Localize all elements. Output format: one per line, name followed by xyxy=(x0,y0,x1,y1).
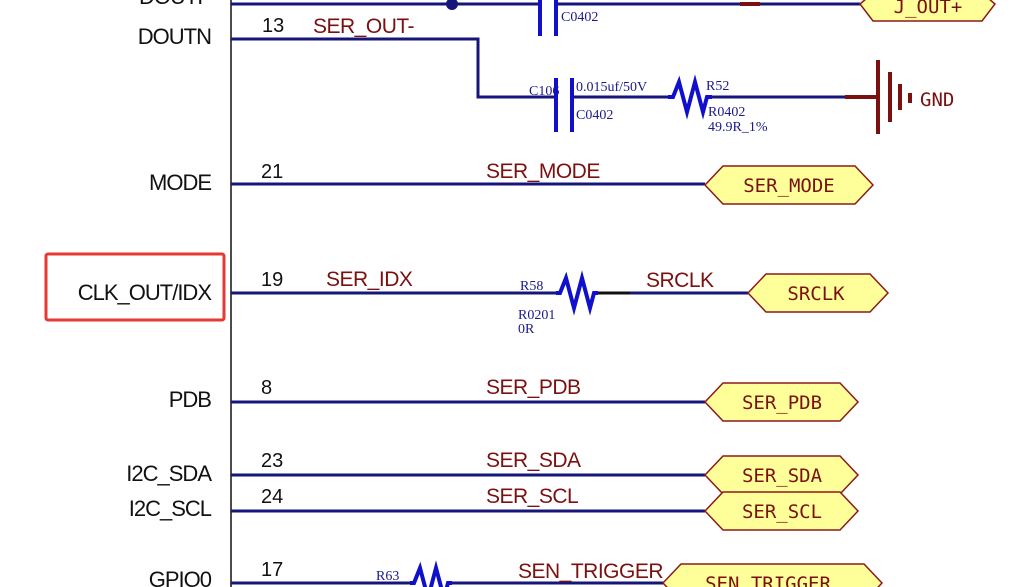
srclk-port-shape xyxy=(746,273,890,313)
sda-pin-number: 23 xyxy=(261,450,283,472)
clk-out-idx-pin-label: CLK_OUT/IDX xyxy=(78,280,213,305)
i2c-sda-pin-label: I2C_SDA xyxy=(126,461,212,486)
mode-pin-number: 21 xyxy=(261,161,283,183)
r52-package: R0402 xyxy=(708,105,745,120)
jout-port[interactable]: J_OUT+ xyxy=(858,0,997,22)
ser-scl-port-text: SER_SCL xyxy=(742,501,822,523)
clk-pin-number: 19 xyxy=(261,269,283,291)
c106-package: C0402 xyxy=(576,108,613,123)
c106-ref: C106 xyxy=(529,84,559,99)
ser-mode-port-text: SER_MODE xyxy=(743,175,835,197)
r52-value: 49.9R_1% xyxy=(708,120,768,135)
r58-resistor xyxy=(556,270,598,316)
srclk-port[interactable]: SRCLK xyxy=(746,273,890,313)
r58-ref: R58 xyxy=(520,279,543,294)
doutn-wire xyxy=(231,37,554,99)
r52-ref: R52 xyxy=(706,79,729,94)
r63-resistor xyxy=(410,560,452,587)
sen-trigger-port[interactable]: SEN_TRIGGER xyxy=(661,563,884,587)
clk-net-name: SER_IDX xyxy=(326,268,413,291)
doutn-net-name: SER_OUT- xyxy=(313,15,415,38)
c106-value: 0.015uf/50V xyxy=(576,80,647,95)
jout-port-shape xyxy=(858,0,997,22)
mode-pin-label: MODE xyxy=(149,170,211,195)
doutn-pin-number: 13 xyxy=(262,15,284,37)
r58-value: 0R xyxy=(518,322,535,337)
gnd-label: GND xyxy=(920,89,954,111)
junction-dot xyxy=(446,0,458,10)
gpio-net-name: SEN_TRIGGER xyxy=(518,560,663,583)
gpio-pin-number: 17 xyxy=(261,559,283,581)
sen-trigger-port-text: SEN_TRIGGER xyxy=(705,573,831,587)
r52-resistor xyxy=(668,74,712,120)
srclk-net-name: SRCLK xyxy=(646,269,714,292)
gnd-symbol xyxy=(876,60,912,134)
pdb-pin-number: 8 xyxy=(261,377,272,399)
ser-scl-port-shape xyxy=(703,491,860,531)
gpio0-pin-label: GPIO0 xyxy=(149,567,212,587)
r63-ref: R63 xyxy=(376,569,399,584)
mode-net-name: SER_MODE xyxy=(486,160,600,183)
highlight-box xyxy=(44,252,226,322)
scl-net-name: SER_SCL xyxy=(486,485,578,508)
srclk-port-text: SRCLK xyxy=(787,283,845,305)
ser-sda-port[interactable]: SER_SDA xyxy=(703,455,860,495)
pdb-net-name: SER_PDB xyxy=(486,376,581,399)
ser-mode-port-shape xyxy=(703,165,875,205)
ser-sda-port-text: SER_SDA xyxy=(742,465,823,487)
ser-scl-port[interactable]: SER_SCL xyxy=(703,491,860,531)
doutp-pin-label: DOUTP xyxy=(139,0,211,9)
ser-pdb-port-text: SER_PDB xyxy=(742,392,822,414)
scl-pin-number: 24 xyxy=(261,486,283,508)
c-top-package: C0402 xyxy=(561,10,598,25)
i2c-scl-pin-label: I2C_SCL xyxy=(129,496,212,521)
ser-pdb-port[interactable]: SER_PDB xyxy=(703,382,860,422)
r58-package: R0201 xyxy=(518,308,555,323)
doutn-pin-label: DOUTN xyxy=(138,24,211,49)
pdb-pin-label: PDB xyxy=(169,387,212,412)
ser-mode-port[interactable]: SER_MODE xyxy=(703,165,875,205)
ser-pdb-port-shape xyxy=(703,382,860,422)
jout-port-text: J_OUT+ xyxy=(894,0,963,18)
sen-trigger-port-shape xyxy=(661,563,884,587)
sda-net-name: SER_SDA xyxy=(486,449,581,472)
